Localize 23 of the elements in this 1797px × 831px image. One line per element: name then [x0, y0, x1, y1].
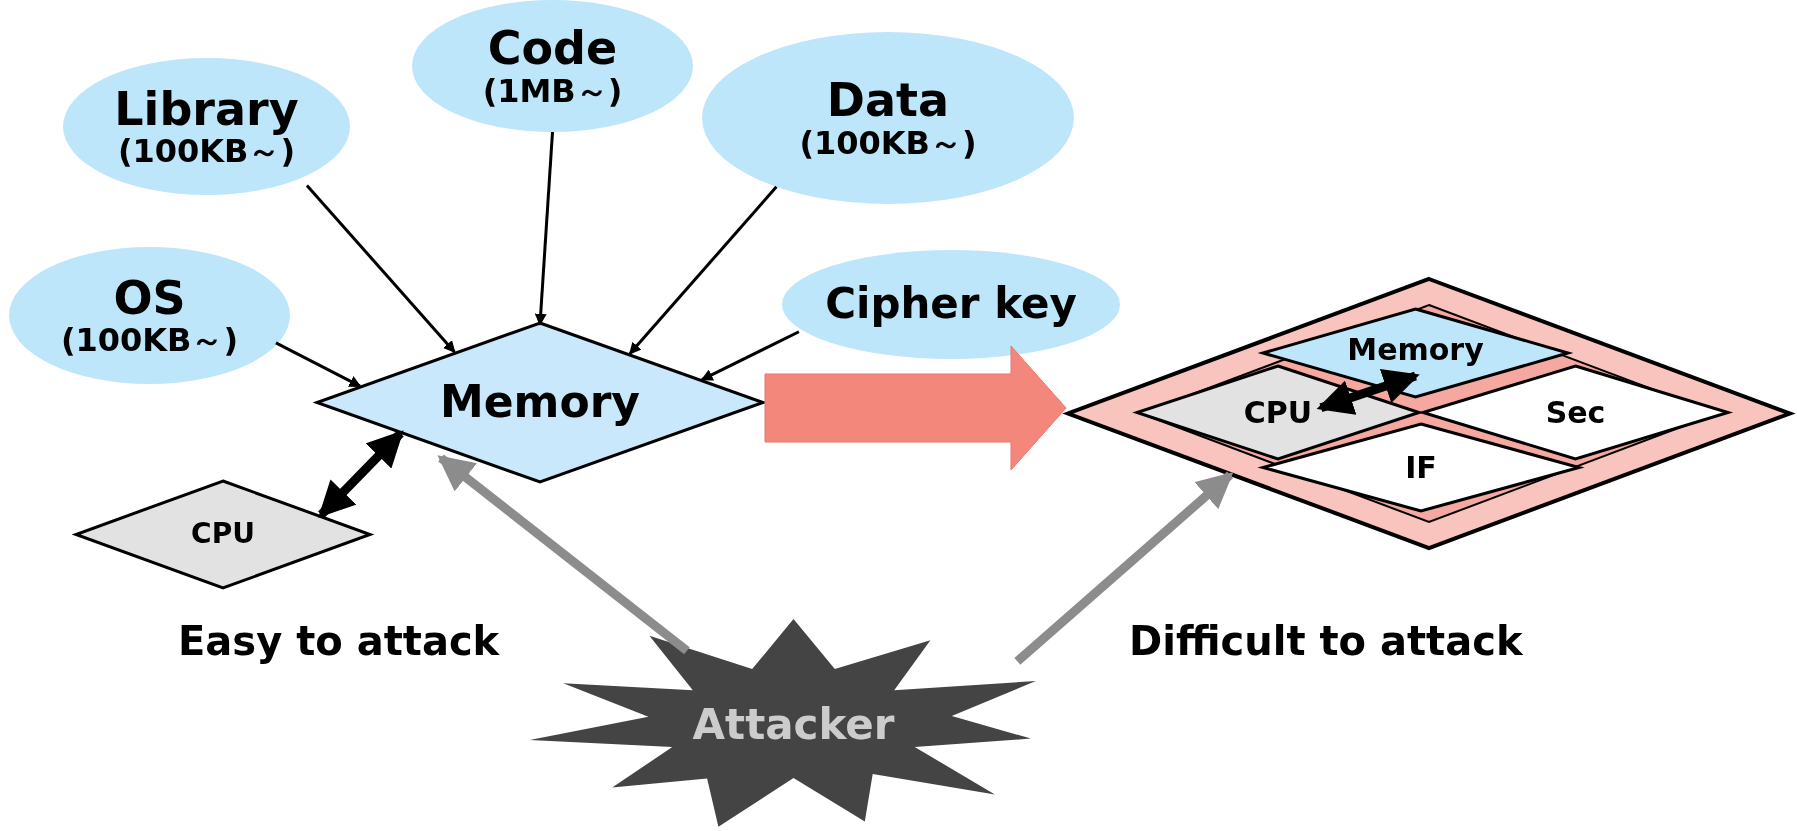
double-arrow: [318, 430, 404, 518]
node-label: (1MB～): [482, 73, 623, 109]
arrow: [437, 454, 690, 655]
caption-text: Difficult to attack: [1129, 618, 1523, 664]
arrow: [305, 184, 456, 354]
node-label: OS: [113, 272, 186, 324]
diamond-node: [74, 479, 372, 590]
diamond-node: [315, 321, 765, 484]
arrow: [700, 330, 800, 382]
node-label: (100KB～): [799, 125, 977, 161]
node-label: (100KB～): [117, 134, 296, 170]
arrow: [275, 341, 362, 388]
node-label: CPU: [191, 519, 255, 550]
node-label: Library: [114, 83, 299, 135]
node-label: Data: [826, 75, 950, 126]
node-label: Code: [487, 23, 618, 74]
node-label: Cipher key: [825, 281, 1077, 328]
node-label: (100KB～): [60, 323, 239, 359]
node-label: Memory: [439, 378, 641, 427]
arrow: [628, 185, 778, 355]
block-arrow: [764, 345, 1067, 471]
caption-text: Easy to attack: [178, 618, 500, 664]
node-label: Attacker: [692, 701, 895, 749]
